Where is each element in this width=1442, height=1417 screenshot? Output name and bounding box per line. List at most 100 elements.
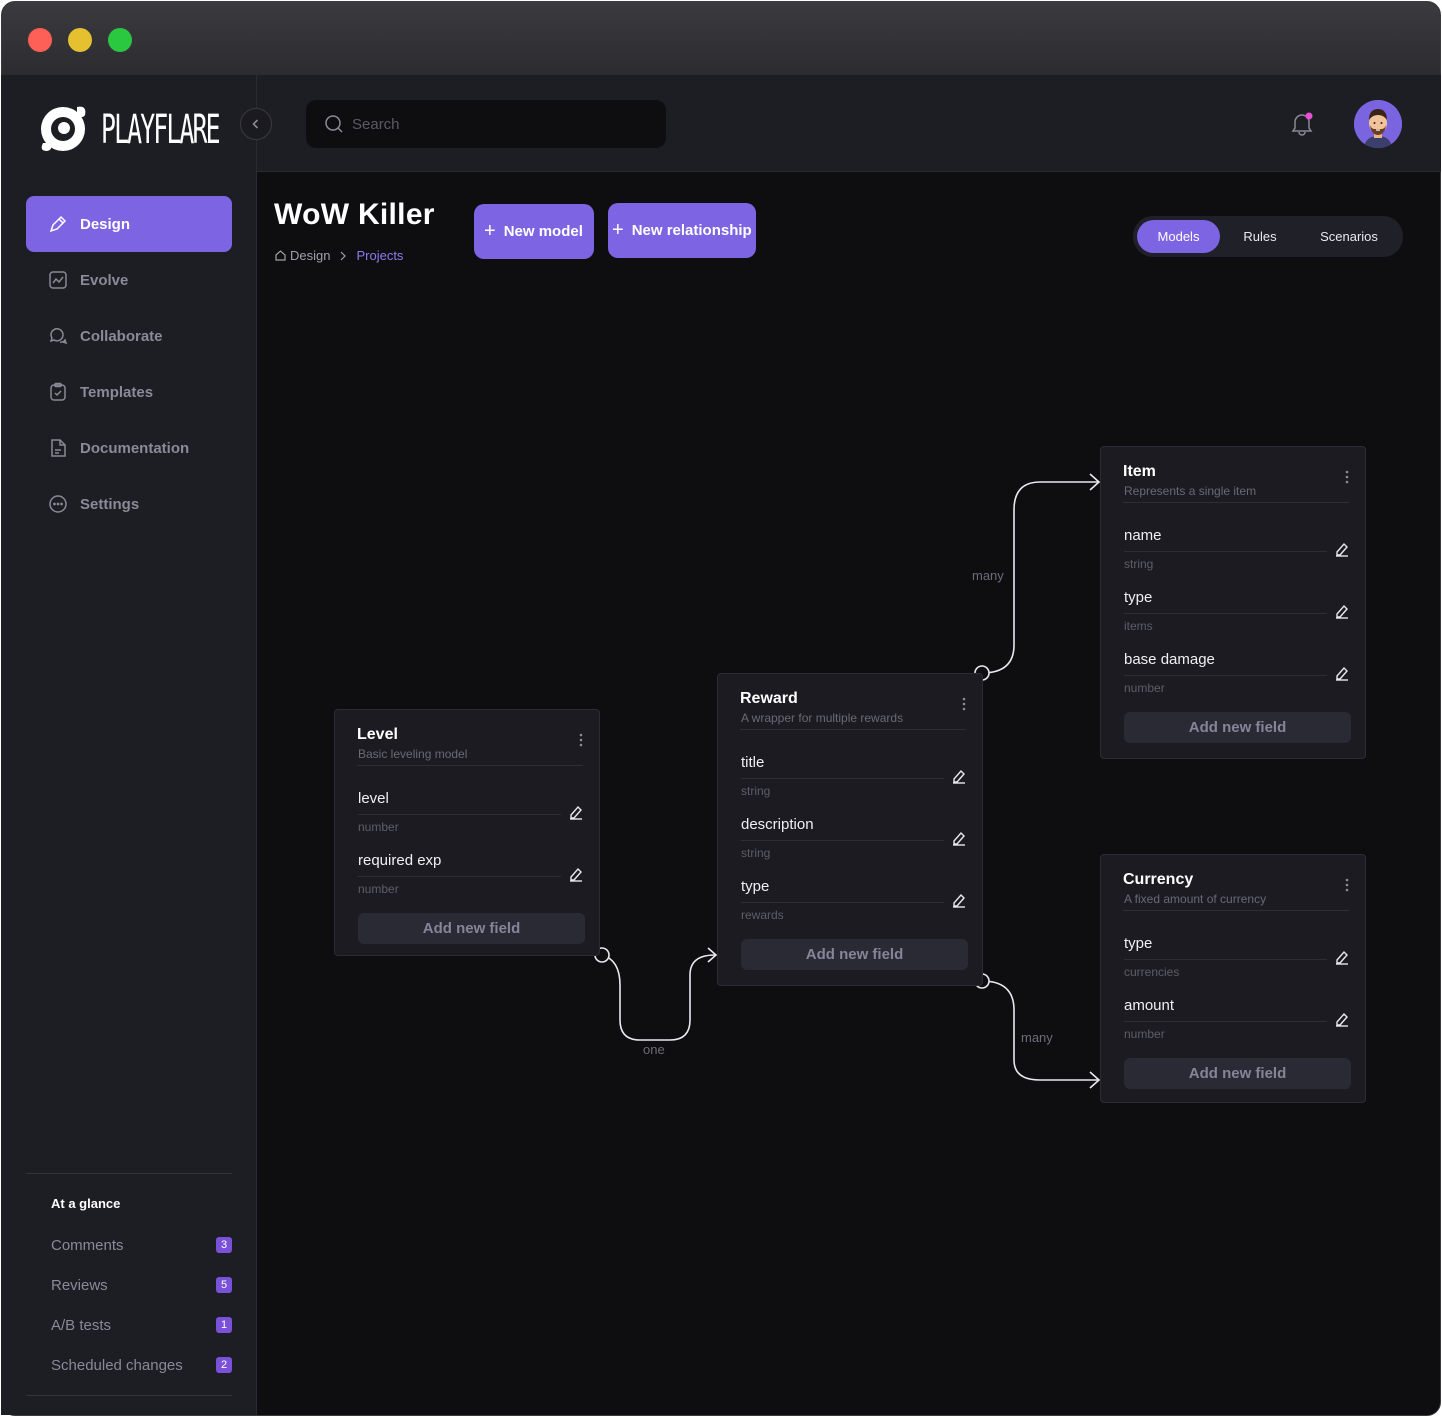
minimize-window-button[interactable] xyxy=(68,28,92,52)
divider xyxy=(1124,1021,1327,1022)
field-name: name xyxy=(1124,527,1162,544)
glance-item-label: Comments xyxy=(51,1236,124,1254)
sidebar-item-design[interactable]: Design xyxy=(26,196,232,252)
divider xyxy=(358,876,561,877)
notifications-button[interactable] xyxy=(1290,111,1314,141)
edit-field-button[interactable] xyxy=(952,830,966,850)
field-type: string xyxy=(741,784,771,798)
model-card-level[interactable]: Level Basic leveling model level number … xyxy=(334,709,600,956)
sidebar-item-templates[interactable]: Templates xyxy=(26,364,232,420)
field-name: required exp xyxy=(358,852,442,869)
more-menu-button[interactable] xyxy=(579,732,583,751)
model-card-currency[interactable]: Currency A fixed amount of currency type… xyxy=(1100,854,1366,1103)
breadcrumb: Design Projects xyxy=(274,248,403,263)
tab-rules[interactable]: Rules xyxy=(1243,229,1277,244)
glance-item-label: A/B tests xyxy=(51,1316,112,1334)
field-name: type xyxy=(1124,589,1153,606)
more-menu-button[interactable] xyxy=(962,696,966,715)
field-type: number xyxy=(358,882,399,896)
glance-item-reviews[interactable]: Reviews 5 xyxy=(26,1265,232,1305)
view-switcher: Models Rules Scenarios xyxy=(1133,216,1403,257)
search-box[interactable] xyxy=(306,100,666,148)
add-new-field-button[interactable]: Add new field xyxy=(1124,712,1351,743)
collapse-sidebar-button[interactable] xyxy=(240,108,272,140)
pencil-icon xyxy=(1336,1012,1348,1027)
model-subtitle: Basic leveling model xyxy=(358,747,468,761)
add-new-field-button[interactable]: Add new field xyxy=(741,939,968,970)
model-field: amount number xyxy=(1124,997,1349,1047)
relationship-label: many xyxy=(1021,1030,1053,1045)
sidebar-item-label: Documentation xyxy=(80,439,190,457)
search-icon xyxy=(325,115,343,133)
glance-item-label: Reviews xyxy=(51,1276,108,1294)
field-type: string xyxy=(1124,557,1154,571)
pencil-icon xyxy=(953,893,965,908)
edit-field-button[interactable] xyxy=(1335,541,1349,561)
divider xyxy=(1123,910,1349,911)
divider xyxy=(741,840,944,841)
edit-field-button[interactable] xyxy=(569,804,583,824)
model-card-reward[interactable]: Reward A wrapper for multiple rewards ti… xyxy=(717,673,983,986)
close-window-button[interactable] xyxy=(28,28,52,52)
edit-field-button[interactable] xyxy=(952,892,966,912)
new-model-button[interactable]: + New model xyxy=(474,204,594,259)
sidebar-item-label: Evolve xyxy=(80,271,129,289)
pencil-icon xyxy=(1336,950,1348,965)
button-label: New model xyxy=(503,223,583,240)
model-title: Reward xyxy=(740,690,798,707)
breadcrumb-item[interactable]: Design xyxy=(290,248,331,263)
dots-circle-icon xyxy=(49,495,67,513)
chevron-left-icon xyxy=(252,119,259,129)
search-input[interactable] xyxy=(352,115,652,133)
more-menu-button[interactable] xyxy=(1345,469,1349,488)
chat-icon xyxy=(49,328,68,345)
at-a-glance-panel: At a glance Comments 3 Reviews 5 A/B tes… xyxy=(26,1173,232,1385)
add-new-field-button[interactable]: Add new field xyxy=(358,913,585,944)
field-name: type xyxy=(741,878,770,895)
sidebar-nav: Design Evolve Collaborate Templates Docu… xyxy=(26,196,232,532)
brand-logo[interactable]: PLAYFLARE xyxy=(37,101,227,157)
glance-item-scheduled-changes[interactable]: Scheduled changes 2 xyxy=(26,1345,232,1385)
sidebar-item-settings[interactable]: Settings xyxy=(26,476,232,532)
model-card-item[interactable]: Item Represents a single item name strin… xyxy=(1100,446,1366,759)
field-name: title xyxy=(741,754,765,771)
add-new-field-button[interactable]: Add new field xyxy=(1124,1058,1351,1089)
edit-field-button[interactable] xyxy=(1335,949,1349,969)
tab-scenarios[interactable]: Scenarios xyxy=(1320,229,1378,244)
field-type: number xyxy=(358,820,399,834)
count-badge: 1 xyxy=(216,1317,232,1333)
pencil-icon xyxy=(953,831,965,846)
field-name: type xyxy=(1124,935,1153,952)
edit-field-button[interactable] xyxy=(1335,665,1349,685)
model-title: Currency xyxy=(1123,871,1194,888)
plus-icon: + xyxy=(612,219,624,241)
new-relationship-button[interactable]: + New relationship xyxy=(608,203,756,258)
chevron-right-icon xyxy=(341,251,347,260)
divider xyxy=(358,814,561,815)
glance-item-ab-tests[interactable]: A/B tests 1 xyxy=(26,1305,232,1345)
edit-field-button[interactable] xyxy=(1335,603,1349,623)
model-subtitle: Represents a single item xyxy=(1124,484,1257,498)
maximize-window-button[interactable] xyxy=(108,28,132,52)
tab-models[interactable]: Models xyxy=(1137,220,1220,253)
count-badge: 5 xyxy=(216,1277,232,1293)
kebab-menu-icon xyxy=(962,697,966,711)
pencil-icon xyxy=(570,867,582,882)
page-title: WoW Killer xyxy=(274,198,435,231)
glance-item-comments[interactable]: Comments 3 xyxy=(26,1225,232,1265)
edit-field-button[interactable] xyxy=(569,866,583,886)
divider xyxy=(1124,551,1327,552)
field-name: description xyxy=(741,816,814,833)
clipboard-icon xyxy=(50,382,66,401)
edit-field-button[interactable] xyxy=(1335,1011,1349,1031)
sidebar-item-evolve[interactable]: Evolve xyxy=(26,252,232,308)
sidebar-item-collaborate[interactable]: Collaborate xyxy=(26,308,232,364)
breadcrumb-item[interactable]: Projects xyxy=(356,248,404,263)
user-avatar[interactable] xyxy=(1354,100,1402,148)
sidebar-item-documentation[interactable]: Documentation xyxy=(26,420,232,476)
bell-icon xyxy=(1291,112,1313,136)
edit-field-button[interactable] xyxy=(952,768,966,788)
more-menu-button[interactable] xyxy=(1345,877,1349,896)
kebab-menu-icon xyxy=(579,733,583,747)
model-field: type rewards xyxy=(741,878,966,928)
